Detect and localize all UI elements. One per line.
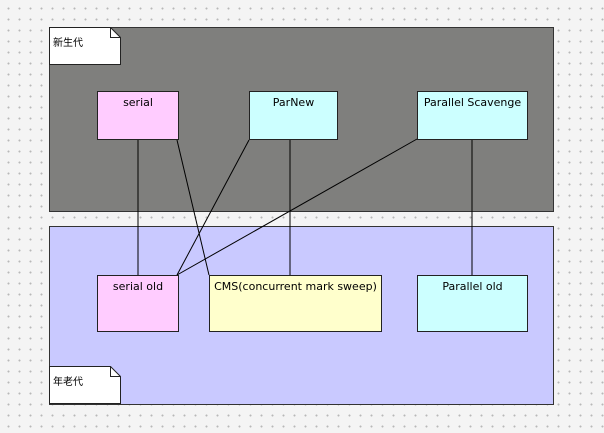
old-generation-note: 年老代 xyxy=(49,366,121,404)
connection-parallel-scavenge-to-serial-old xyxy=(176,138,418,276)
note-shape-icon xyxy=(49,27,121,65)
young-generation-note: 新生代 xyxy=(49,27,121,65)
collector-parnew[interactable]: ParNew xyxy=(249,91,338,140)
connection-serial-to-cms xyxy=(176,139,210,276)
collector-cms[interactable]: CMS(concurrent mark sweep) xyxy=(209,275,382,332)
young-generation-label: 新生代 xyxy=(53,38,83,49)
collector-parallel-scavenge[interactable]: Parallel Scavenge xyxy=(417,91,528,140)
collector-parallel-old[interactable]: Parallel old xyxy=(417,275,528,332)
connection-parnew-to-serial-old xyxy=(176,139,250,276)
collector-serial[interactable]: serial xyxy=(97,91,179,140)
note-shape-icon xyxy=(49,366,121,404)
old-generation-label: 年老代 xyxy=(53,377,83,388)
collector-serial-old[interactable]: serial old xyxy=(97,275,179,332)
